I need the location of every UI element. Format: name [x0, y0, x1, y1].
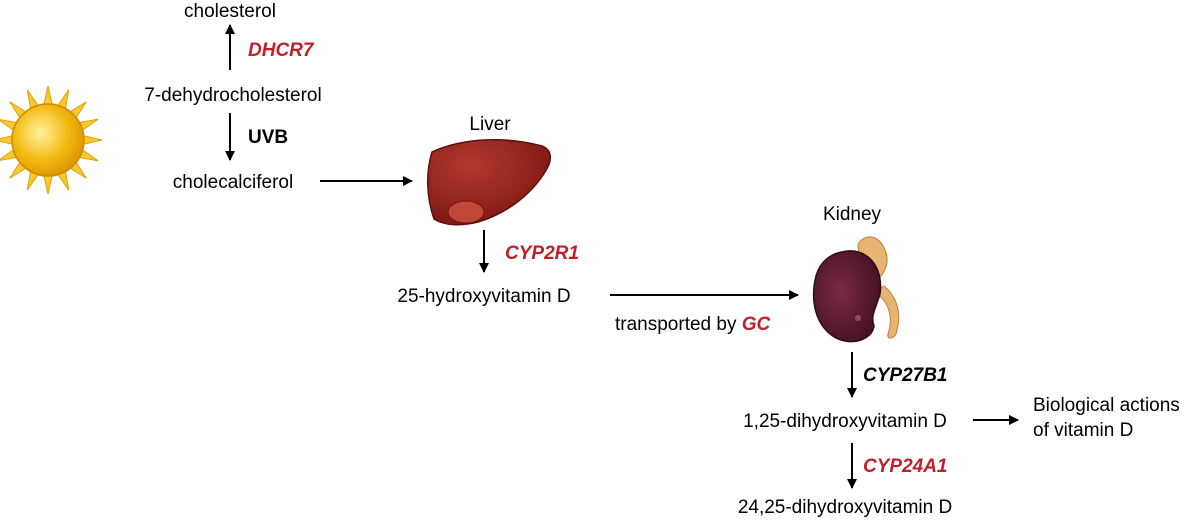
sun-icon	[0, 85, 103, 195]
cholesterol-label: cholesterol	[184, 1, 276, 22]
kidney-label: Kidney	[823, 204, 882, 225]
dihydroxyvitamin-d125-label: 1,25-dihydroxyvitamin D	[743, 411, 947, 432]
enzyme-gc: GC	[742, 314, 771, 335]
biological-actions-line2: of vitamin D	[1033, 420, 1133, 441]
biological-actions-line1: Biological actions	[1033, 395, 1180, 416]
liver-icon	[426, 139, 551, 226]
transport-label: transported by GC	[615, 314, 771, 335]
kidney-icon	[812, 236, 900, 343]
hydroxyvitamin-d25-label: 25-hydroxyvitamin D	[397, 286, 570, 307]
liver-label: Liver	[469, 114, 511, 135]
enzyme-cyp27b1: CYP27B1	[863, 365, 948, 386]
enzyme-cyp2r1: CYP2R1	[505, 243, 579, 264]
dihydroxyvitamin-d2425-label: 24,25-dihydroxyvitamin D	[738, 497, 952, 518]
transport-prefix: transported by	[615, 314, 742, 335]
dehydrocholesterol-label: 7-dehydrocholesterol	[144, 85, 321, 106]
enzyme-cyp24a1: CYP24A1	[863, 456, 948, 477]
enzyme-dhcr7: DHCR7	[248, 40, 315, 61]
enzyme-uvb: UVB	[248, 127, 288, 148]
cholecalciferol-label: cholecalciferol	[173, 172, 293, 193]
